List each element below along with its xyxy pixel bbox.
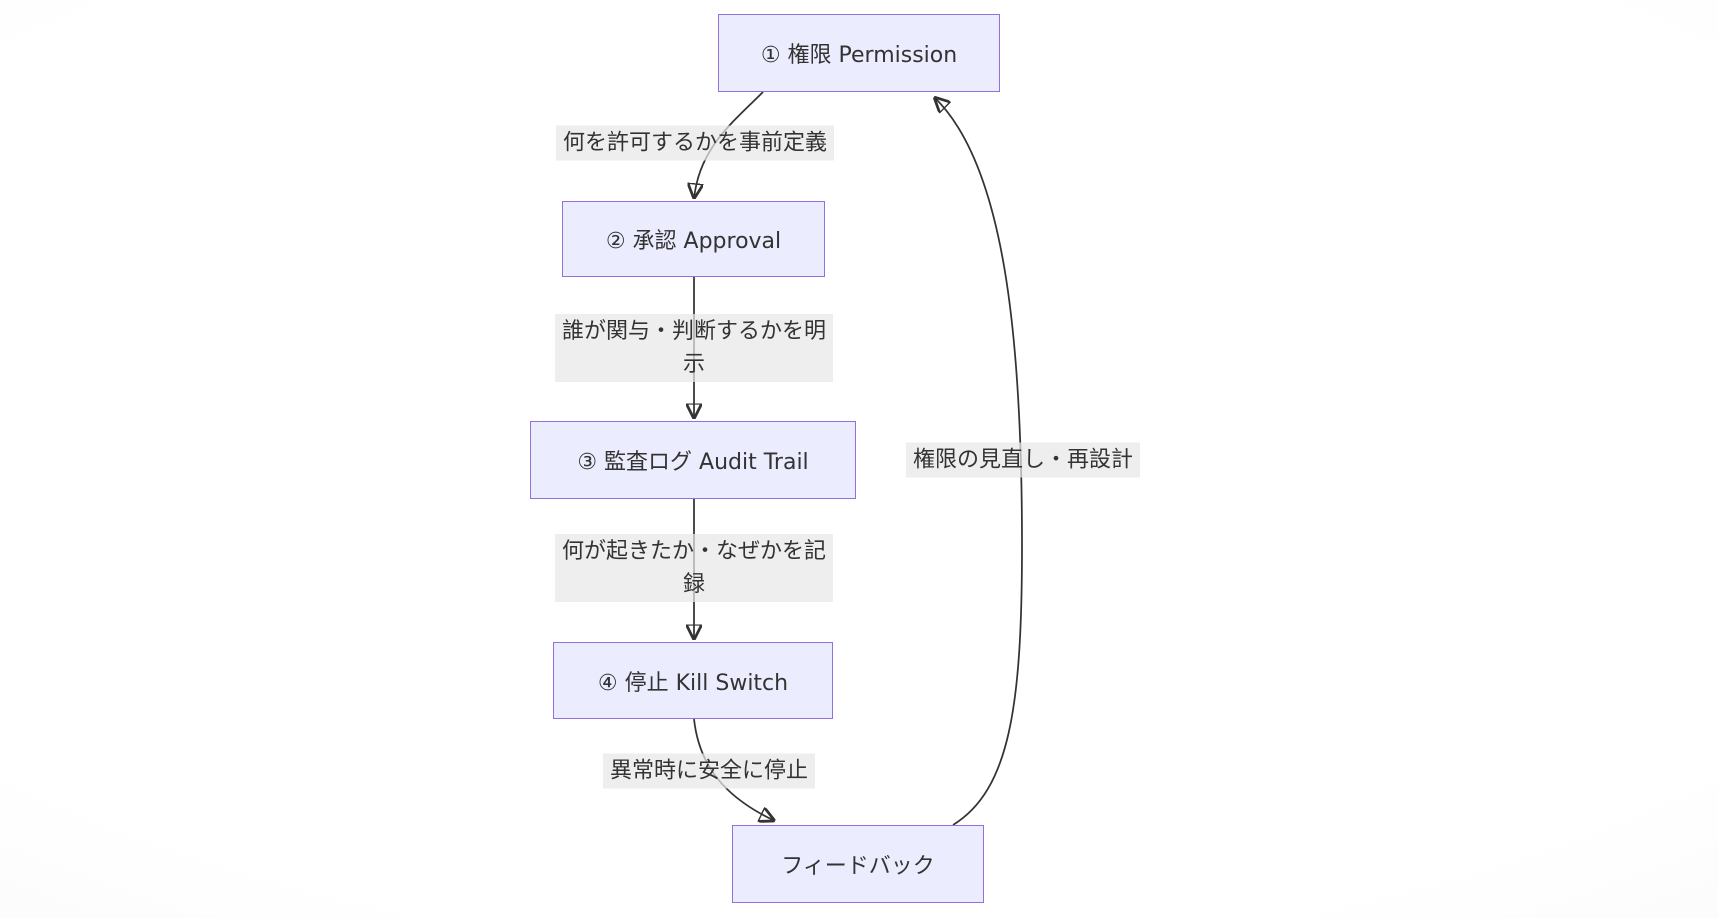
node-permission: ① 権限 Permission [718, 14, 1000, 92]
edge-label-redesign-permissions: 権限の見直し・再設計 [905, 442, 1141, 478]
edge-label-who-decides: 誰が関与・判断するかを明示 [555, 314, 833, 382]
edge-label-safe-stop: 異常時に安全に停止 [602, 753, 816, 789]
edge-label-record-what-why: 何が起きたか・なぜかを記録 [555, 534, 833, 602]
edge-feedback-to-permission [934, 97, 1023, 826]
node-approval: ② 承認 Approval [562, 201, 825, 277]
node-audit-trail: ③ 監査ログ Audit Trail [530, 421, 856, 499]
node-feedback: フィードバック [732, 825, 984, 903]
node-kill-switch: ④ 停止 Kill Switch [553, 642, 833, 719]
edge-label-predefine-permissions: 何を許可するかを事前定義 [555, 125, 835, 161]
